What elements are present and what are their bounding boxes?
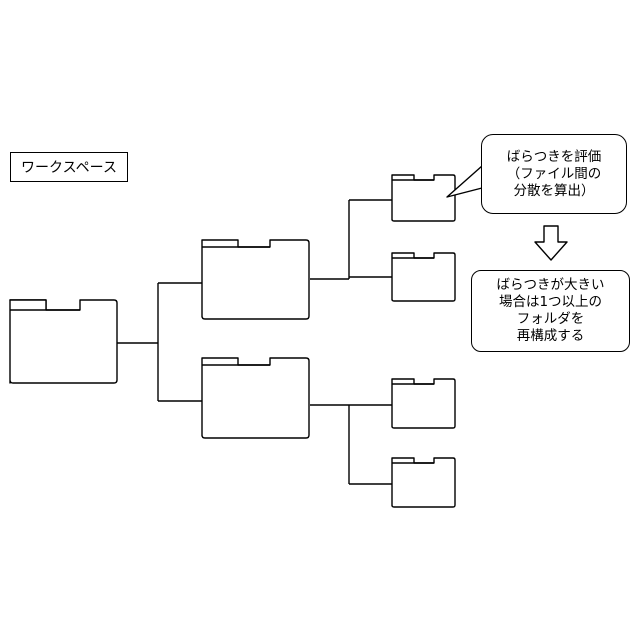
folder-icon — [392, 175, 455, 221]
note-line: ばらつきを評価 — [507, 149, 602, 166]
note-line: （ファイル間の — [507, 166, 602, 183]
folder-icon — [392, 253, 455, 301]
folder-icon — [202, 240, 309, 319]
workspace-label-text: ワークスペース — [21, 157, 117, 177]
folder-icon — [202, 358, 309, 438]
down-arrow-icon — [535, 226, 567, 260]
reorganize-action-note: ばらつきが大きい 場合は1つ以上の フォルダを 再構成する — [471, 270, 630, 352]
folder-icon — [10, 300, 117, 383]
note-line: フォルダを — [517, 311, 585, 328]
note-line: ばらつきが大きい — [497, 277, 605, 294]
note-line: 場合は1つ以上の — [499, 294, 602, 311]
folder-icon — [392, 379, 455, 428]
connector-lower-branch — [310, 405, 392, 484]
note-line: 分散を算出） — [514, 183, 595, 200]
folder-icon — [392, 458, 455, 507]
note-line: 再構成する — [517, 328, 585, 345]
evaluate-variance-note: ばらつきを評価 （ファイル間の 分散を算出） — [481, 134, 627, 214]
connector-root-to-level1 — [117, 283, 202, 401]
connector-upper-branch — [310, 200, 392, 279]
workspace-label: ワークスペース — [10, 152, 128, 182]
